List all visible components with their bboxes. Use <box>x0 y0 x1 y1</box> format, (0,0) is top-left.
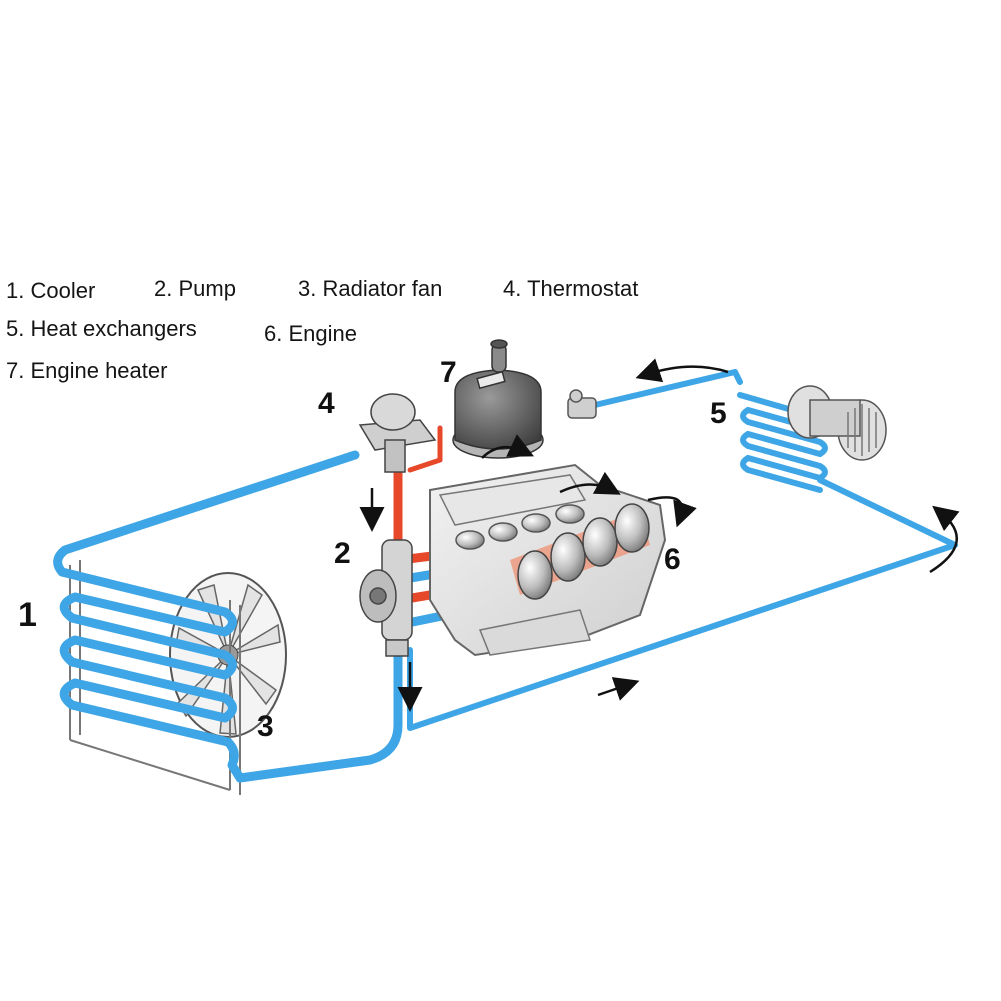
callout-thermostat: 4 <box>318 387 335 420</box>
legend-item-engine: 6. Engine <box>264 321 357 346</box>
legend-item-radiator-fan: 3. Radiator fan <box>298 276 443 301</box>
callout-heat-exchangers: 5 <box>710 397 727 430</box>
flow-arrows <box>359 358 960 712</box>
legend-item-engine-heater: 7. Engine heater <box>6 358 168 383</box>
legend-item-thermostat: 4. Thermostat <box>503 276 639 301</box>
engine-block-icon <box>429 463 667 657</box>
callout-pump: 2 <box>334 537 351 570</box>
thermostat-icon <box>358 393 437 473</box>
callout-cooler: 1 <box>18 596 37 634</box>
legend-item-cooler: 1. Cooler <box>6 278 96 303</box>
callout-engine: 6 <box>664 543 681 576</box>
engine-heater-icon <box>452 339 544 459</box>
blower-fan-icon <box>787 385 887 461</box>
pump-icon <box>359 539 413 657</box>
callout-radiator-fan: 3 <box>257 710 274 743</box>
valve-icon <box>567 389 597 419</box>
callout-engine-heater: 7 <box>440 356 457 389</box>
legend-item-heat-exchangers: 5. Heat exchangers <box>6 316 197 341</box>
legend-item-pump: 2. Pump <box>154 276 236 301</box>
